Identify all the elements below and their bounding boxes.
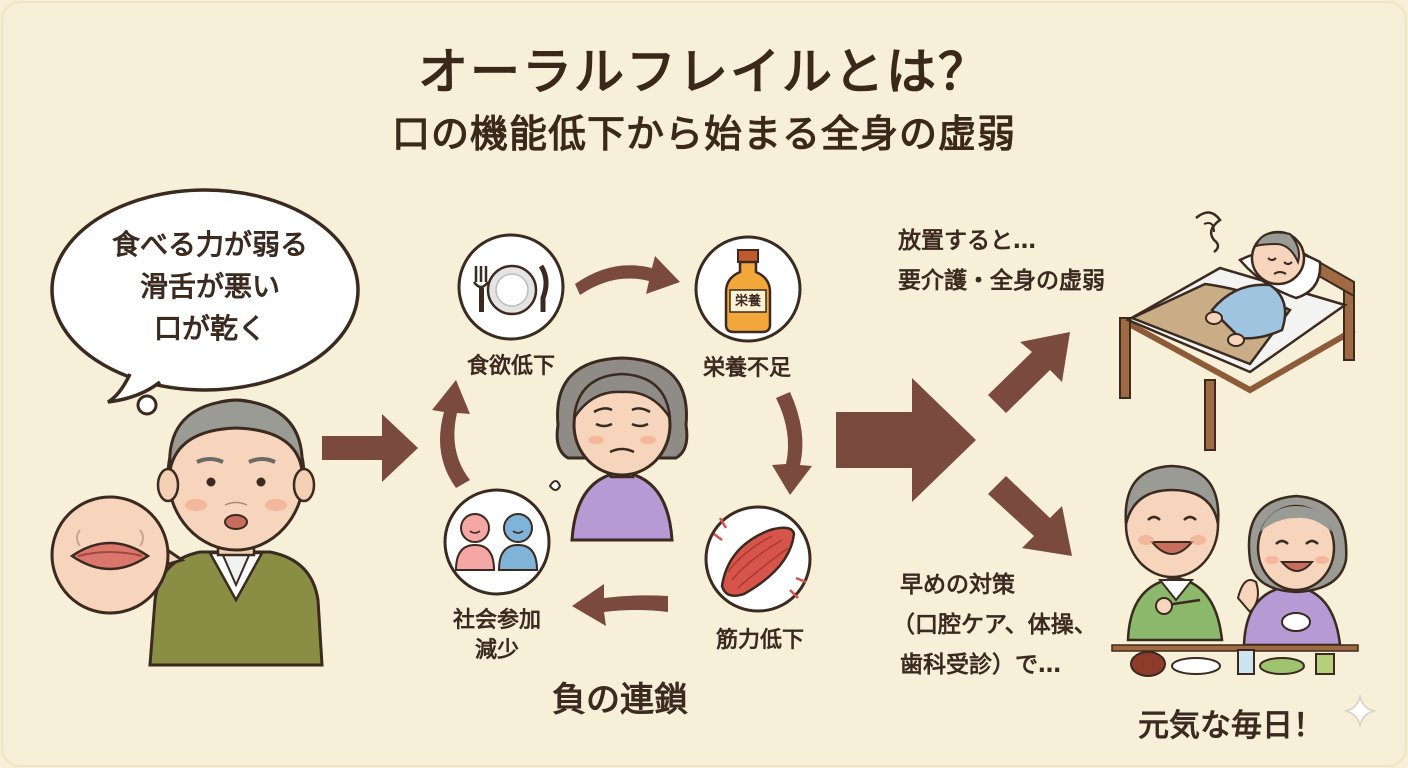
arrow-up-right-icon	[988, 332, 1070, 413]
mouth-closeup-icon	[50, 495, 186, 615]
bubble-text: 食べる力が弱る 滑舌が悪い 口が乾く	[70, 224, 350, 350]
good-outcome-line-1: 早めの対策	[900, 572, 1015, 598]
good-outcome-line-2: （口腔ケア、体操、	[892, 612, 1097, 638]
cycle-label-social-1: 社会参加	[452, 608, 541, 633]
supplement-bottle-icon	[694, 235, 802, 343]
bottle-label: 栄養	[734, 294, 761, 309]
cycle-label-muscle: 筋力低下	[715, 628, 804, 653]
cycle-label-appetite: 食欲低下	[466, 354, 555, 379]
sparkle-icon	[1343, 694, 1377, 728]
chain-caption: 負の連鎖	[552, 680, 688, 720]
bedridden-person-icon	[1119, 211, 1356, 451]
arrow-down-right-icon	[988, 476, 1072, 556]
good-outcome-line-3: 歯科受診）で…	[900, 652, 1061, 678]
cycle-label-nutrition: 栄養不足	[702, 356, 791, 381]
plate-cutlery-icon	[457, 233, 565, 341]
page-title: オーラルフレイルとは？	[418, 43, 990, 101]
bad-outcome-line-1: 放置すると…	[898, 228, 1036, 254]
happy-couple-eating-icon	[1111, 464, 1359, 677]
bubble-line-2: 滑舌が悪い	[139, 270, 280, 303]
worried-woman-icon	[548, 356, 689, 542]
page-subtitle: 口の機能低下から始まる全身の虚弱	[391, 112, 1016, 156]
muscle-icon	[704, 505, 812, 613]
bubble-line-1: 食べる力が弱る	[111, 228, 308, 261]
cycle-arrows-icon	[432, 256, 812, 626]
elderly-man-icon	[148, 398, 324, 667]
thought-bubble	[50, 188, 360, 416]
arrow-to-cycle-icon	[322, 414, 418, 482]
bad-outcome-line-2: 要介護・全身の虚弱	[898, 268, 1105, 294]
people-icon	[443, 488, 551, 596]
arrow-to-outcomes-icon	[836, 378, 976, 502]
cycle-label-social-2: 減少	[474, 638, 519, 663]
bubble-line-3: 口が乾く	[153, 312, 266, 345]
good-outcome-caption: 元気な毎日！	[1138, 708, 1324, 744]
